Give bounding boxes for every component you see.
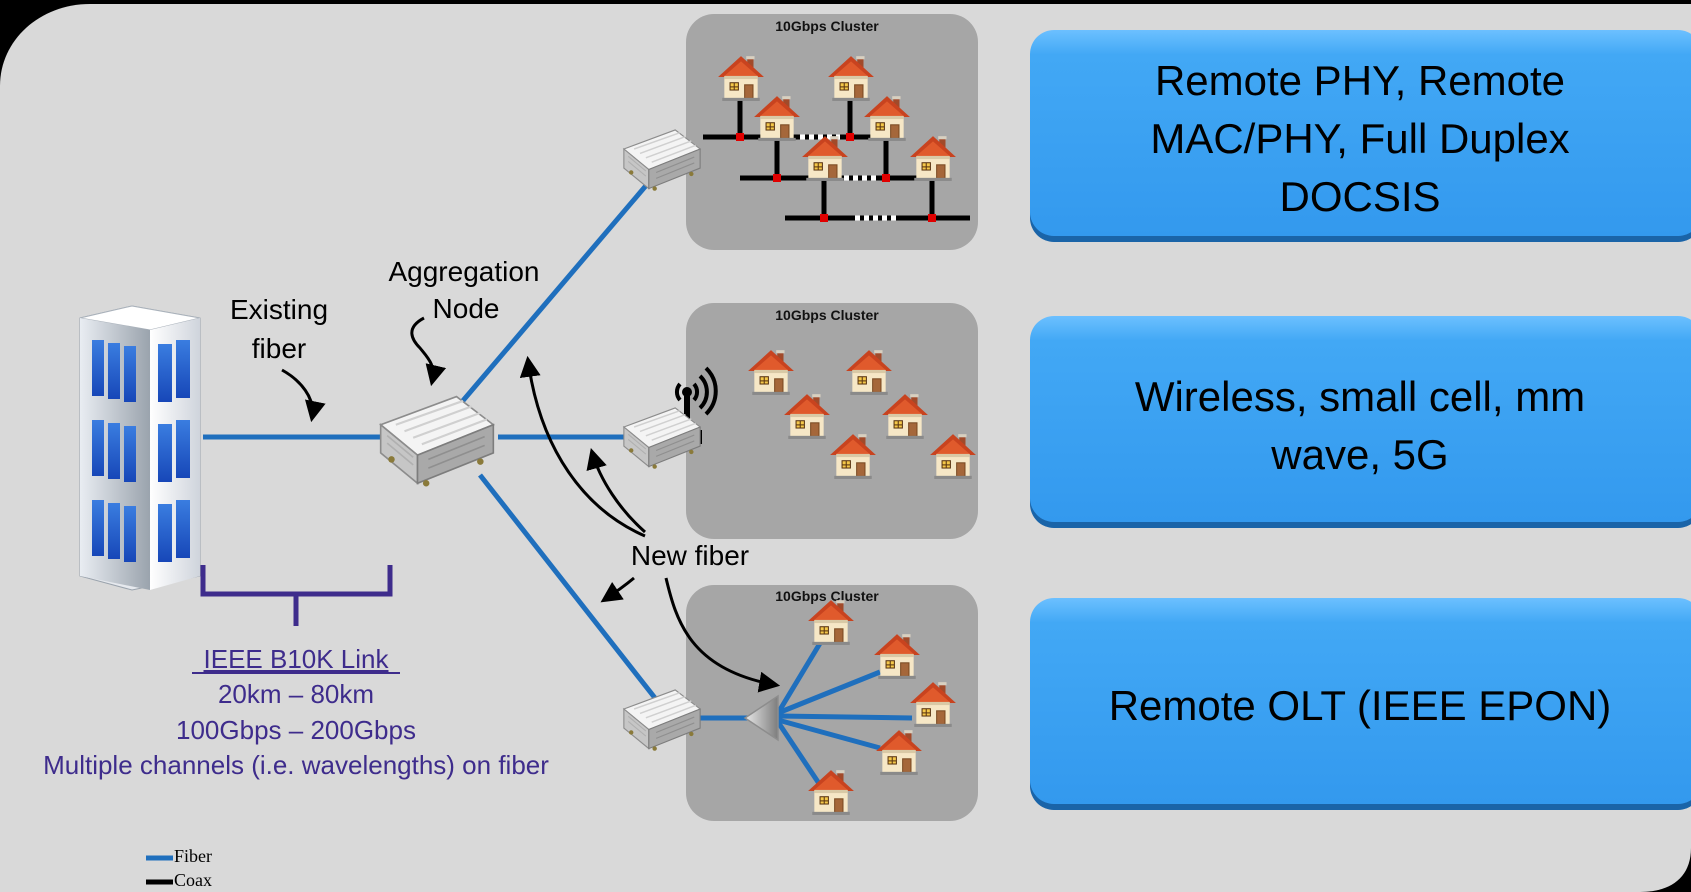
link-distance: 20km – 80km	[218, 679, 374, 709]
fiber-line-to-cluster-3	[478, 473, 657, 700]
pon-drop-1	[775, 638, 825, 715]
cluster-2-title: 10Gbps Cluster	[775, 307, 879, 323]
fiber-line-to-cluster-1	[453, 173, 657, 412]
link-channels: Multiple channels (i.e. wavelengths) on …	[43, 750, 549, 780]
link-title: IEEE B10K Link	[204, 644, 390, 674]
coax-taps	[736, 133, 936, 222]
cluster-3-title: 10Gbps Cluster	[775, 588, 879, 604]
pon-drop-3	[777, 713, 913, 721]
existing-fiber-arrow	[281, 368, 326, 423]
cluster-2-panel	[686, 303, 978, 539]
pon-drop-2	[777, 669, 881, 716]
box-1-line-3: DOCSIS	[1279, 173, 1440, 220]
cluster-1-title: 10Gbps Cluster	[775, 18, 879, 34]
box-2-line-2: wave, 5G	[1270, 431, 1448, 478]
box-2-line-1: Wireless, small cell, mm	[1135, 373, 1585, 420]
existing-fiber-label-1: Existing	[230, 294, 328, 325]
pon-drop-4	[777, 717, 881, 751]
annotation-arrows	[281, 316, 781, 693]
legend: Fiber Coax	[146, 846, 212, 890]
new-fiber-arrow-1	[519, 355, 646, 538]
fiber-links	[203, 173, 913, 787]
building-icon	[79, 305, 201, 591]
pon-drop-5	[775, 720, 823, 787]
technology-box-3: Remote OLT (IEEE EPON)	[1030, 598, 1691, 810]
aggregation-node-label-1: Aggregation	[388, 256, 539, 287]
box-1-line-1: Remote PHY, Remote	[1155, 57, 1565, 104]
link-rate: 100Gbps – 200Gbps	[176, 715, 416, 745]
box-1-line-2: MAC/PHY, Full Duplex	[1150, 115, 1569, 162]
aggregation-node-arrow	[410, 316, 447, 387]
coax-dashes	[800, 134, 900, 221]
aggregation-node-label-2: Node	[433, 293, 500, 324]
new-fiber-arrow-4	[664, 577, 781, 693]
legend-coax-label: Coax	[174, 870, 212, 890]
technology-box-2: Wireless, small cell, mm wave, 5G	[1030, 316, 1691, 528]
new-fiber-arrow-3	[600, 576, 635, 603]
box-3-line-1: Remote OLT (IEEE EPON)	[1109, 682, 1612, 729]
new-fiber-arrow-2	[586, 447, 646, 534]
link-bracket	[200, 565, 393, 626]
technology-box-1: Remote PHY, Remote MAC/PHY, Full Duplex …	[1030, 30, 1691, 242]
existing-fiber-label-2: fiber	[252, 333, 306, 364]
legend-fiber-label: Fiber	[174, 846, 212, 866]
splitter-icon	[743, 694, 779, 742]
new-fiber-label: New fiber	[631, 540, 749, 571]
